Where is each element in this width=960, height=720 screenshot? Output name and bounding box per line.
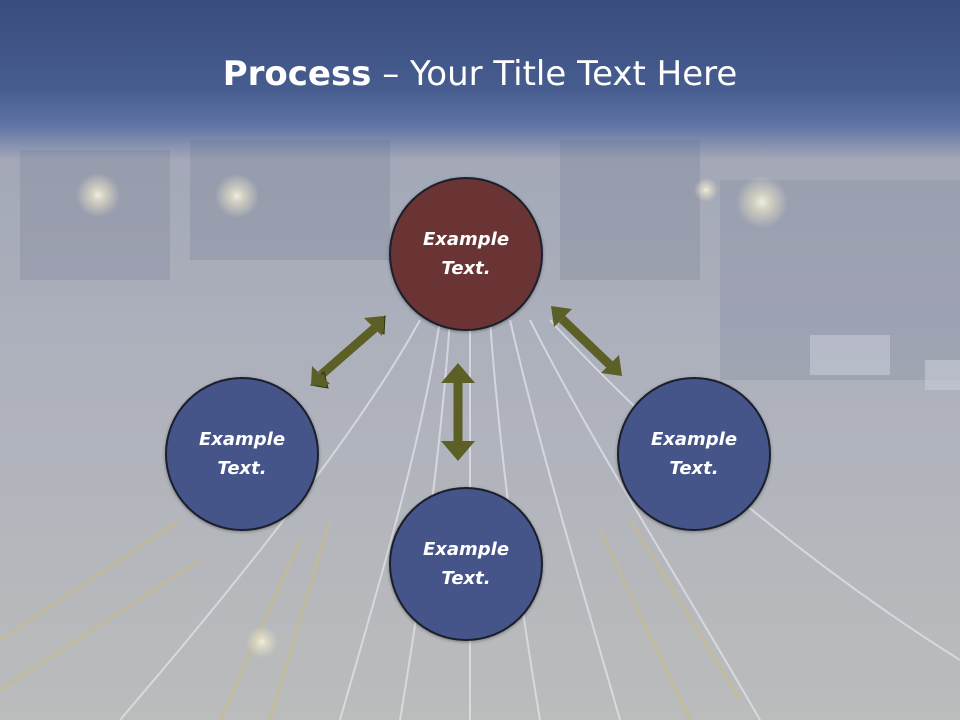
process-node-bottom[interactable]: Example Text. — [389, 487, 543, 641]
node-left-line1: Example — [198, 429, 286, 450]
slide-title: Process – Your Title Text Here — [0, 52, 960, 96]
node-top-line2: Text. — [441, 258, 491, 279]
node-left-label: Example Text. — [187, 425, 297, 483]
process-node-left[interactable]: Example Text. — [165, 377, 319, 531]
title-rest-part: – Your Title Text Here — [371, 54, 738, 94]
node-top-label: Example Text. — [411, 225, 521, 283]
node-left-line2: Text. — [217, 458, 267, 479]
node-bottom-line2: Text. — [441, 568, 491, 589]
process-node-right[interactable]: Example Text. — [617, 377, 771, 531]
double-arrow-right — [551, 306, 622, 376]
process-node-top[interactable]: Example Text. — [389, 177, 543, 331]
node-right-label: Example Text. — [639, 425, 749, 483]
node-top-line1: Example — [422, 229, 510, 250]
node-right-line1: Example — [650, 429, 738, 450]
title-band — [0, 0, 960, 160]
double-arrow-vertical — [441, 363, 475, 461]
node-bottom-line1: Example — [422, 539, 510, 560]
title-bold-part: Process — [222, 54, 372, 94]
node-right-line2: Text. — [669, 458, 719, 479]
double-arrow-left — [309, 314, 386, 389]
node-bottom-label: Example Text. — [411, 535, 521, 593]
